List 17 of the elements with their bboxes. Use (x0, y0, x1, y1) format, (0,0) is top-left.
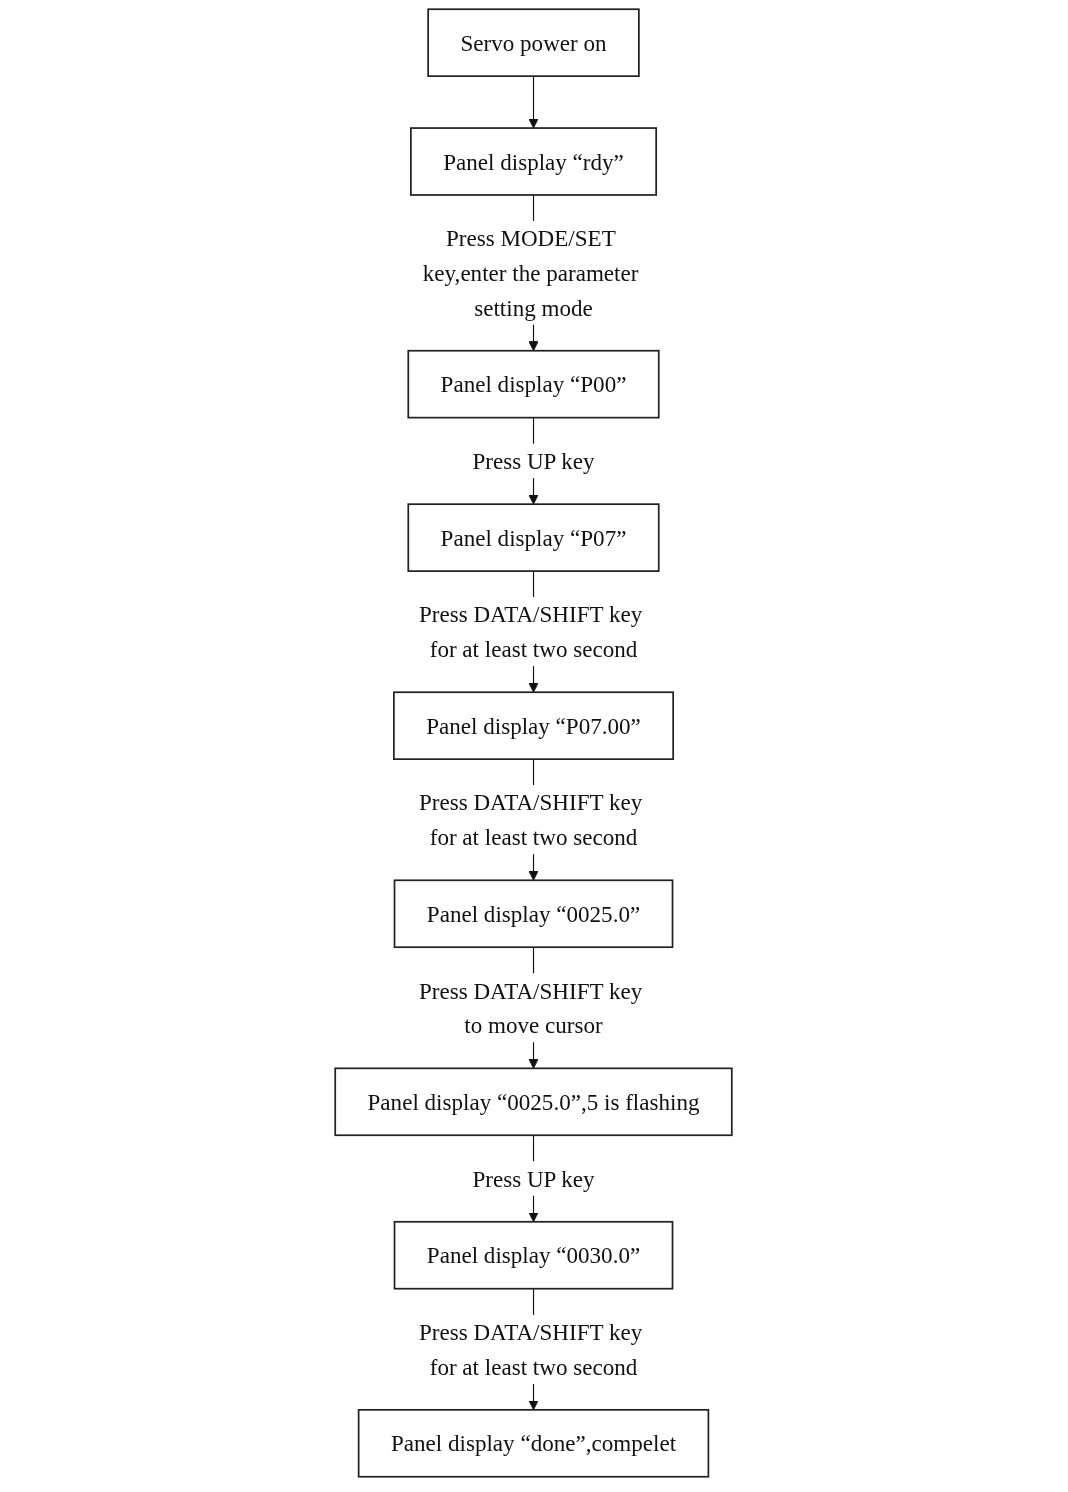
node-box: Panel display “P07.00” (393, 691, 675, 760)
arrow (528, 75, 540, 129)
edge-label: Press DATA/SHIFT key for at least two second (419, 789, 643, 850)
node-box: Panel display “done”,compelet (358, 1408, 710, 1478)
edge-label: Press DATA/SHIFT key for at least two second (419, 601, 643, 662)
edge-label: Press MODE/SET key,enter the parameter setting mode (423, 225, 639, 321)
node-box: Panel display “0025.0”,5 is flashing (334, 1067, 734, 1137)
node-box: Servo power on (427, 8, 641, 77)
edge-label: Press DATA/SHIFT key for at least two second (419, 1319, 643, 1380)
node-box: Panel display “0030.0” (394, 1220, 674, 1290)
edge-label: Press UP key (472, 448, 596, 474)
node-box: Panel display “P00” (407, 349, 661, 419)
node-box: Panel display “0025.0” (394, 879, 674, 949)
edge-label: Press UP key (472, 1165, 596, 1192)
node-box: Panel display “P07” (407, 503, 661, 572)
node-box: Panel display “rdy” (410, 127, 658, 196)
edge-label: Press DATA/SHIFT key to move cursor (419, 977, 643, 1038)
